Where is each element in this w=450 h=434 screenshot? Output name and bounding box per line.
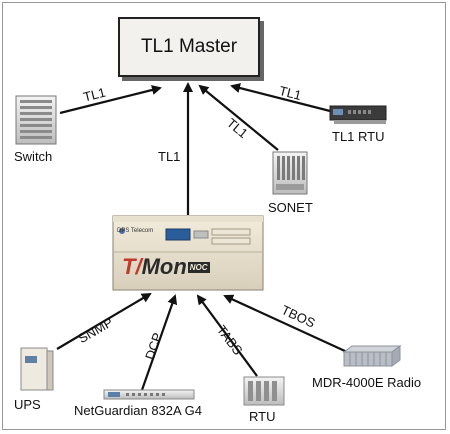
tmon-brand-prefix: T/ xyxy=(122,254,142,279)
tmon-brand-main: Mon xyxy=(141,254,187,279)
link-radio-center xyxy=(223,294,359,358)
link-tl1rtu-master xyxy=(230,83,335,114)
tmon-vendor-label: DPS Telecom xyxy=(117,228,154,234)
ups-icon xyxy=(20,347,54,391)
tl1-rtu-icon xyxy=(329,105,387,124)
switch-icon xyxy=(15,95,57,145)
link-sonet-master xyxy=(198,84,279,151)
link-rtu-center xyxy=(196,294,258,377)
link-ups-center xyxy=(56,292,152,350)
tl1-master-box: TL1 Master xyxy=(118,17,260,77)
sonet-icon xyxy=(272,151,308,195)
link-switch-master xyxy=(59,85,162,115)
tmon-noc-unit xyxy=(112,215,264,291)
tmon-brand-suffix: NOC xyxy=(187,262,210,274)
mdr-radio-label: MDR-4000E Radio xyxy=(312,375,422,390)
rtu-label: RTU xyxy=(249,409,276,424)
link-label-center: TL1 xyxy=(158,149,181,164)
tl1-rtu-label: TL1 RTU xyxy=(332,129,385,144)
sonet-label: SONET xyxy=(268,200,313,215)
link-netguardian-center xyxy=(140,294,178,391)
netguardian-label: NetGuardian 832A G4 xyxy=(74,403,202,418)
tl1-master-title: TL1 Master xyxy=(140,36,238,57)
diagram-frame xyxy=(2,2,446,430)
rtu-icon xyxy=(243,376,285,406)
switch-label: Switch xyxy=(14,149,53,164)
mdr-radio-icon xyxy=(342,345,402,367)
netguardian-icon xyxy=(103,389,195,400)
ups-label: UPS xyxy=(14,397,41,412)
